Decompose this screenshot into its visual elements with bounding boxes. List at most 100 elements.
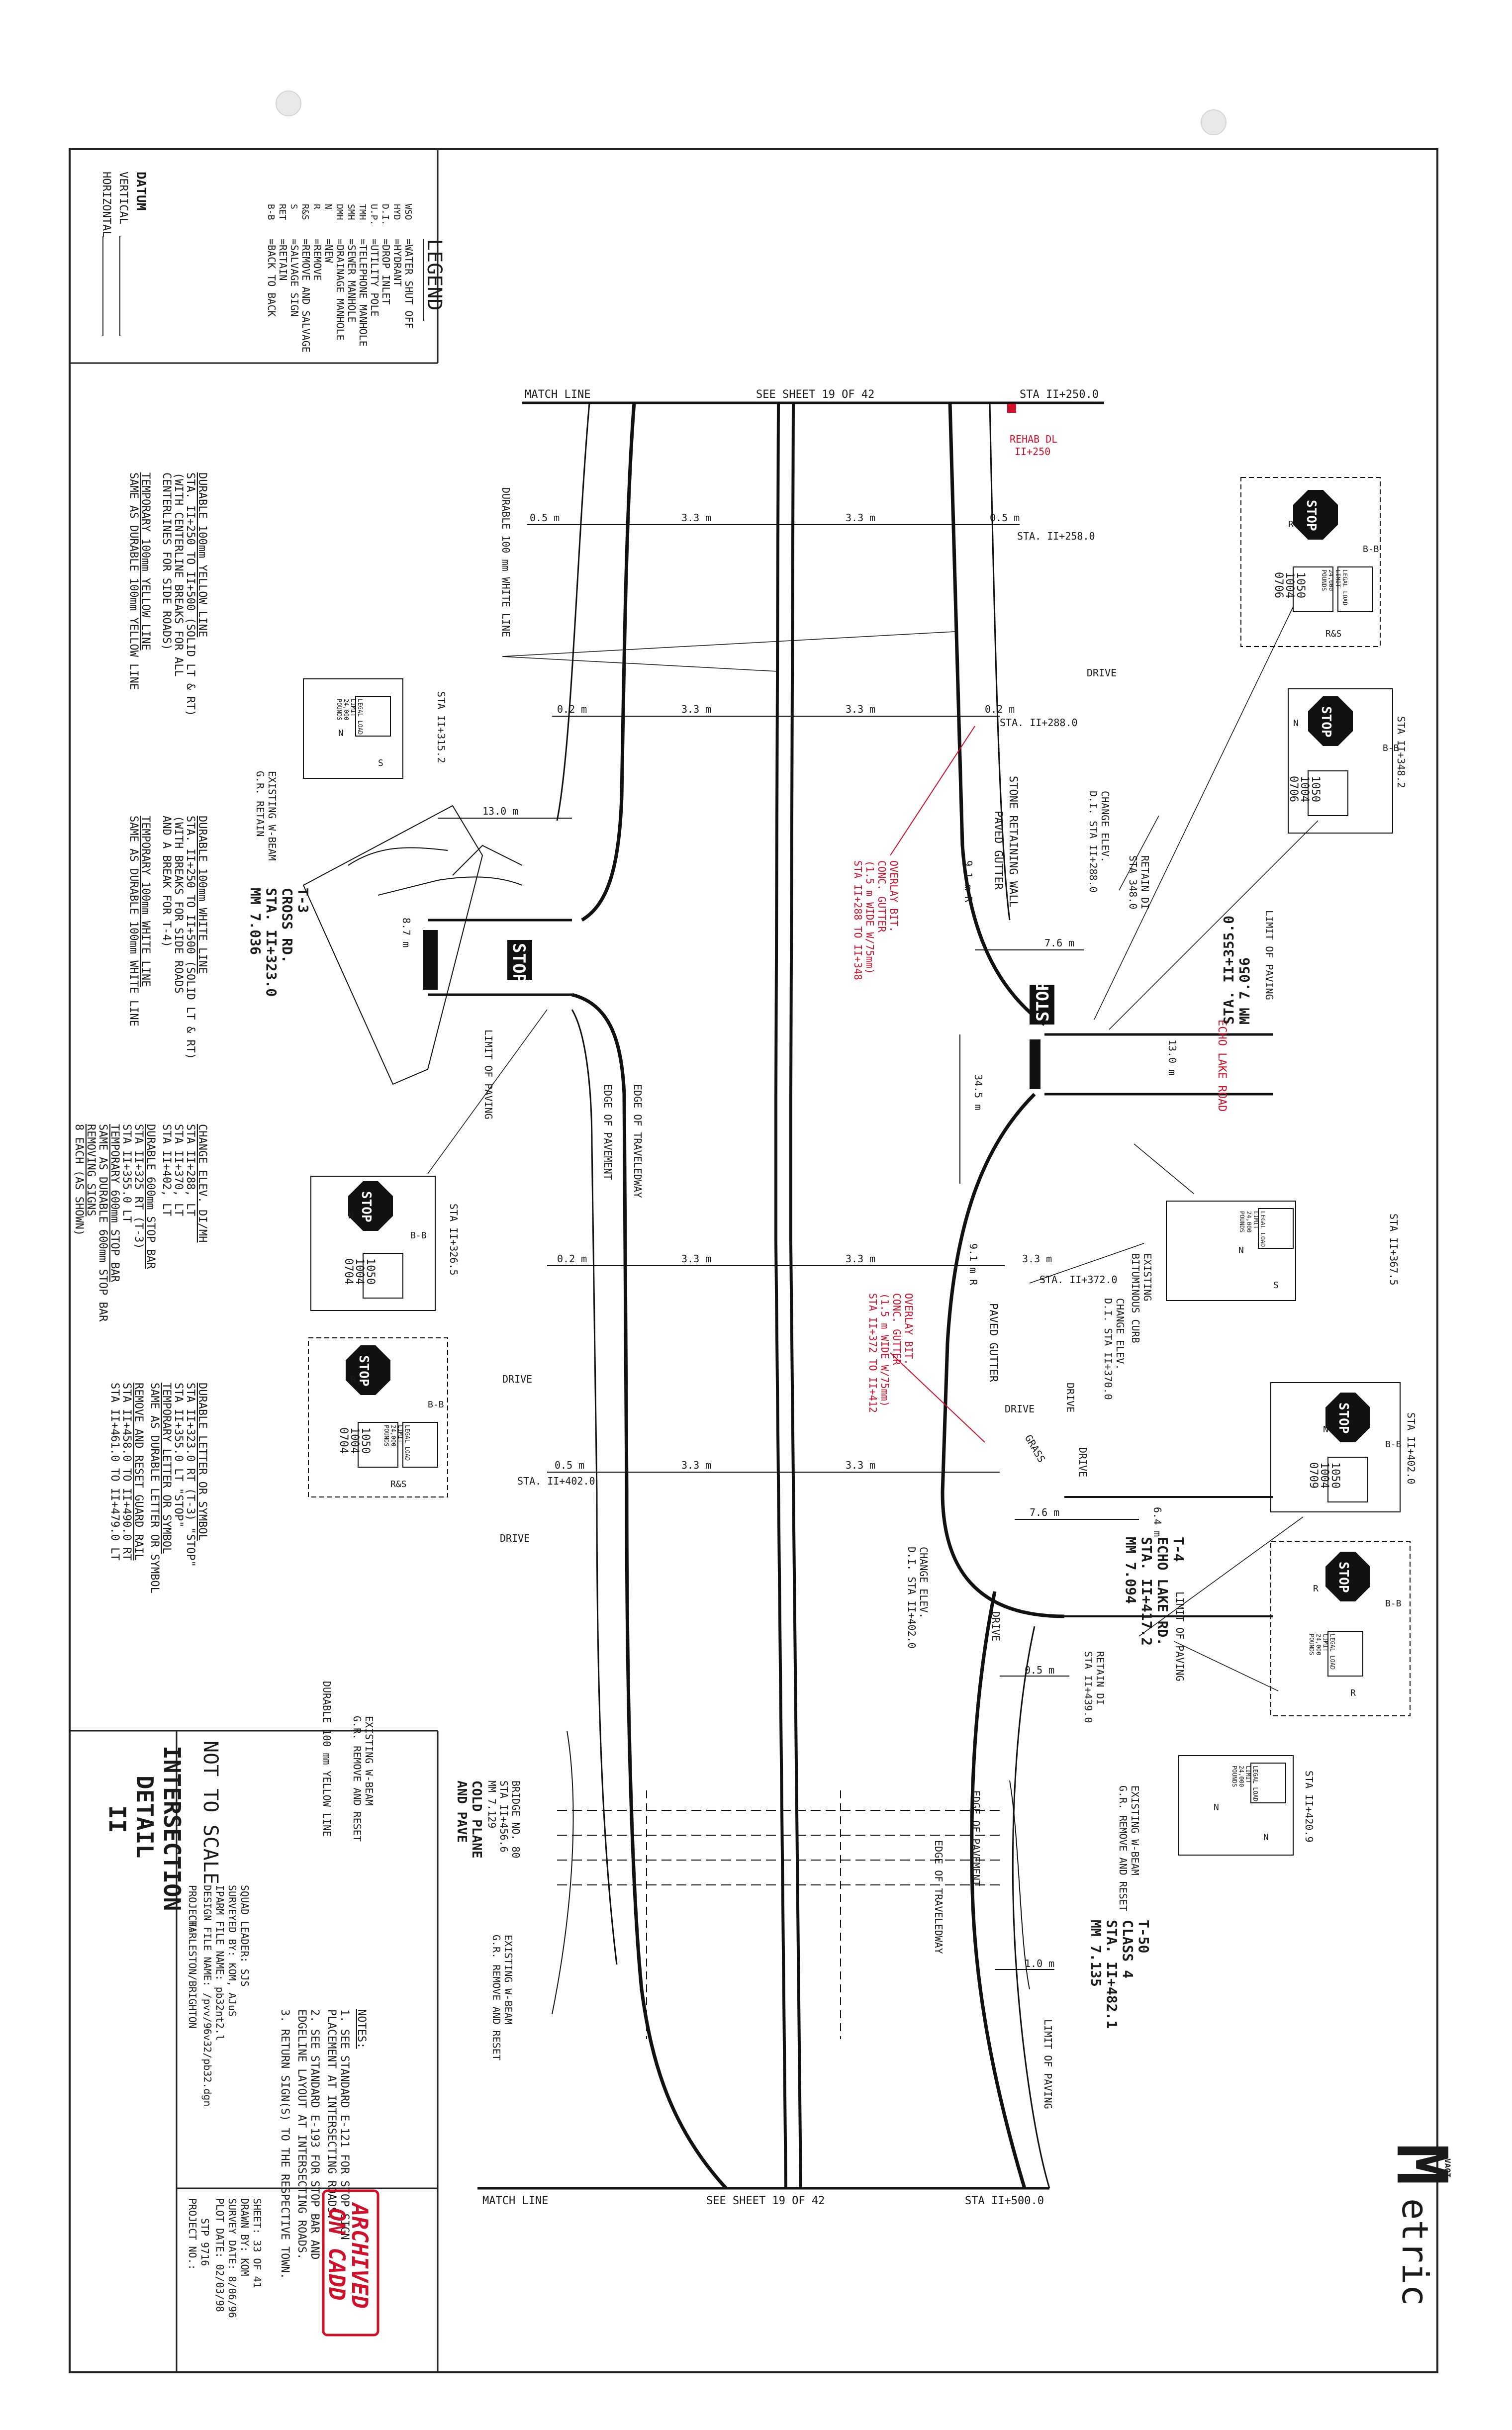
rehab-sta: II+250 <box>1015 446 1050 458</box>
datum-title: DATUM <box>133 172 148 210</box>
svg-text:LIMIT OF PAVING: LIMIT OF PAVING <box>482 1029 494 1120</box>
svg-text:CLASS 4: CLASS 4 <box>1120 1920 1136 1978</box>
svg-text:STA. II+482.1: STA. II+482.1 <box>1104 1920 1120 2029</box>
svg-text:CHANGE ELEV. DI/MH: CHANGE ELEV. DI/MH <box>196 1124 208 1242</box>
stop-bar-echo <box>1030 1039 1040 1089</box>
centerline-yellow-left <box>774 402 787 2189</box>
label-echo-sta: STA. II+355.0 MM 7.056 <box>1221 916 1253 1025</box>
svg-text:AND A BREAK FOR T-4): AND A BREAK FOR T-4) <box>160 816 173 947</box>
svg-text:=BACK TO BACK: =BACK TO BACK <box>266 239 278 317</box>
svg-text:U.P.: U.P. <box>369 204 379 225</box>
svg-text:3.3 m: 3.3 m <box>846 703 875 715</box>
svg-text:D.I.: D.I. <box>380 204 390 225</box>
svg-text:LIMIT: LIMIT <box>1322 1634 1329 1652</box>
svg-text:0706: 0706 <box>1272 572 1285 598</box>
svg-text:1004: 1004 <box>348 1427 361 1454</box>
svg-text:STA II+288, LT: STA II+288, LT <box>184 1124 196 1216</box>
svg-text:(WITH BREAKS FOR SIDE ROADS: (WITH BREAKS FOR SIDE ROADS <box>172 816 185 994</box>
svg-text:LEGAL LOAD: LEGAL LOAD <box>404 1425 411 1461</box>
match-line-bottom-label: MATCH LINE <box>482 2195 548 2207</box>
svg-text:G.R. RETAIN: G.R. RETAIN <box>254 771 266 837</box>
svg-text:STOP: STOP <box>1319 706 1333 738</box>
svg-text:LEGAL LOAD: LEGAL LOAD <box>1329 1634 1336 1670</box>
svg-text:N: N <box>348 1211 354 1221</box>
general-notes: NOTES: 1. SEE STANDARD E-121 FOR STOP SI… <box>279 2009 368 2279</box>
svg-text:WSO: WSO <box>403 204 413 220</box>
highway-alignment <box>428 402 1273 2190</box>
svg-text:STA. II+258.0: STA. II+258.0 <box>1017 530 1095 542</box>
radius-2: 9.1 m R <box>967 1243 979 1286</box>
svg-text:0709: 0709 <box>1307 1462 1320 1489</box>
svg-text:DRIVE: DRIVE <box>500 1532 530 1544</box>
svg-text:LIMIT: LIMIT <box>350 699 357 717</box>
svg-text:SURVEYED BY: KOM, AJuS: SURVEYED BY: KOM, AJuS <box>226 1885 238 2017</box>
edge-traveledway-east-1 <box>948 402 1046 1026</box>
svg-text:STA II+325 RT (T-3): STA II+325 RT (T-3) <box>132 1124 145 1249</box>
svg-text:STA II+370, LT: STA II+370, LT <box>172 1124 185 1216</box>
svg-text:EDGE OF PAVEMENT: EDGE OF PAVEMENT <box>602 1084 614 1180</box>
svg-text:B-B: B-B <box>1385 1598 1402 1609</box>
rehab-label: REHAB DL <box>1010 433 1057 445</box>
svg-text:R&S: R&S <box>300 204 310 220</box>
svg-text:0.5 m: 0.5 m <box>1025 1664 1054 1676</box>
svg-text:T-4: T-4 <box>1170 1537 1187 1562</box>
svg-text:0.5 m: 0.5 m <box>555 1459 584 1471</box>
svg-text:DRIVE: DRIVE <box>1077 1447 1089 1477</box>
svg-text:N: N <box>1214 1802 1219 1813</box>
svg-text:PAVED GUTTER: PAVED GUTTER <box>992 811 1004 890</box>
sheet-border <box>69 148 1438 2373</box>
svg-text:POUNDS: POUNDS <box>336 699 343 720</box>
svg-text:N: N <box>338 728 344 739</box>
svg-text:MM 7.129: MM 7.129 <box>486 1780 498 1828</box>
svg-text:N: N <box>1263 1832 1269 1843</box>
svg-text:24,000: 24,000 <box>343 699 350 720</box>
svg-text:SMH: SMH <box>346 204 356 220</box>
svg-text:STA II+402.0: STA II+402.0 <box>1405 1412 1417 1485</box>
feature-labels: DURABLE 100 mm WHITE LINE EDGE OF PAVEME… <box>254 487 1275 2109</box>
svg-text:RET: RET <box>277 204 287 220</box>
guard-rails <box>302 805 1030 2039</box>
pavement-marking-notes: DURABLE 100mm YELLOW LINE STA. II+250 TO… <box>73 472 208 1593</box>
svg-text:=UTILITY POLE: =UTILITY POLE <box>369 239 380 317</box>
svg-text:STA II+323.0 RT (T-3) "STOP": STA II+323.0 RT (T-3) "STOP" <box>184 1383 196 1567</box>
title-block: INTERSECTION DETAIL II <box>104 1746 186 1911</box>
svg-text:DURABLE 600mm STOP BAR: DURABLE 600mm STOP BAR <box>144 1124 157 1269</box>
svg-text:MM 7.056: MM 7.056 <box>1236 957 1253 1025</box>
svg-text:0.2 m: 0.2 m <box>557 703 587 715</box>
svg-text:POUNDS: POUNDS <box>383 1425 390 1446</box>
svg-text:STA. II+417.2: STA. II+417.2 <box>1138 1537 1155 1646</box>
svg-text:SAME AS DURABLE 100mm YELLOW L: SAME AS DURABLE 100mm YELLOW LINE <box>127 472 140 690</box>
svg-text:STA II+461.0 TO II+479.0 LT: STA II+461.0 TO II+479.0 LT <box>108 1383 121 1561</box>
svg-text:DURABLE 100 mm YELLOW LINE: DURABLE 100 mm YELLOW LINE <box>321 1681 333 1837</box>
svg-text:2. SEE STANDARD E-193 FOR STO: 2. SEE STANDARD E-193 FOR STOP BAR AND <box>308 2009 321 2259</box>
svg-text:RETAIN DI: RETAIN DI <box>1139 855 1151 909</box>
svg-text:STOP: STOP <box>1304 500 1319 531</box>
svg-text:LEGAL LOAD: LEGAL LOAD <box>1252 1766 1259 1801</box>
svg-text:13.0 m: 13.0 m <box>482 805 518 817</box>
svg-text:G.R. REMOVE AND RESET: G.R. REMOVE AND RESET <box>351 1716 363 1842</box>
svg-text:B-B: B-B <box>1383 743 1399 753</box>
label-t4: T-4 ECHO LAKE RD. STA. II+417.2 MM 7.094 <box>1123 1537 1187 1646</box>
centerline-yellow-right <box>789 402 802 2189</box>
svg-text:DRIVE: DRIVE <box>502 1373 532 1385</box>
svg-text:LEGAL LOAD: LEGAL LOAD <box>1259 1211 1266 1247</box>
edge-traveledway-east-3 <box>970 1591 1027 2189</box>
svg-text:STA. II+355.0: STA. II+355.0 <box>1221 916 1237 1025</box>
dimension-labels: 3.3 m 3.3 m 0.5 m 0.5 m STA. II+258.0 3.… <box>482 512 1118 1969</box>
svg-text:0.2 m: 0.2 m <box>985 703 1015 715</box>
svg-text:STA II+439.0: STA II+439.0 <box>1082 1651 1094 1723</box>
project-info: PROJECT: CHARLESTON/BRIGHTON DESIGN FILE… <box>187 1885 251 2107</box>
svg-text:=TELEPHONE MANHOLE: =TELEPHONE MANHOLE <box>357 239 369 347</box>
svg-text:ON CADD: ON CADD <box>324 2208 349 2300</box>
svg-text:STA. II+250 TO II+500 (SOLID L: STA. II+250 TO II+500 (SOLID LT & RT) <box>184 816 196 1059</box>
svg-text:REMOVE AND RESET GUARD RAIL: REMOVE AND RESET GUARD RAIL <box>132 1383 145 1561</box>
svg-text:STOP: STOP <box>509 943 529 984</box>
svg-text:=REMOVE AND SALVAGE: =REMOVE AND SALVAGE <box>300 239 312 353</box>
title-line-1: INTERSECTION <box>159 1746 186 1911</box>
svg-text:PAVED GUTTER: PAVED GUTTER <box>987 1303 999 1383</box>
svg-text:CENTERLINES FOR SIDE ROADS): CENTERLINES FOR SIDE ROADS) <box>160 472 173 651</box>
